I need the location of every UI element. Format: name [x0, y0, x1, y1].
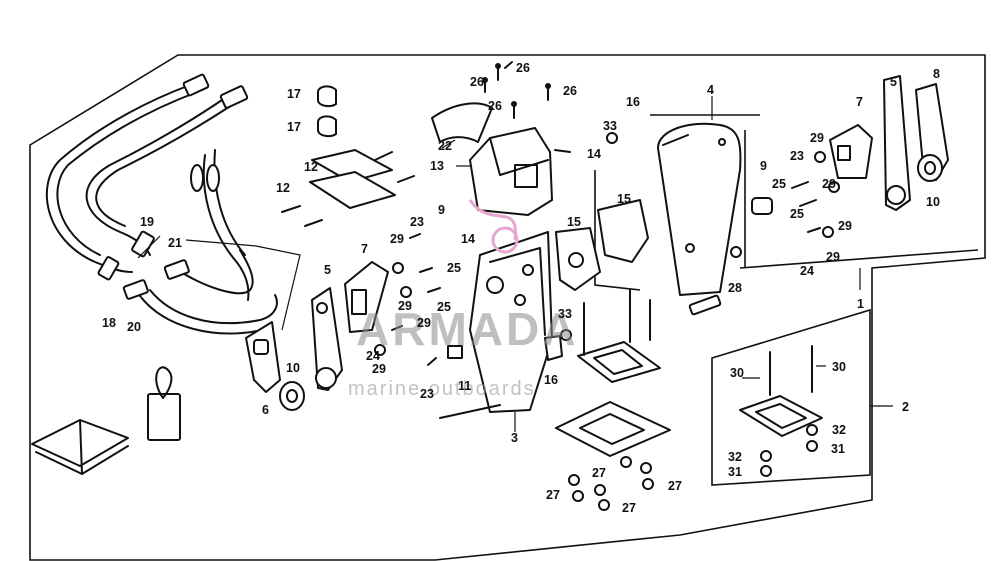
callout-9-left: 9	[438, 203, 445, 217]
callout-8: 8	[933, 67, 940, 81]
callout-15-center: 15	[567, 215, 581, 229]
callout-27-c: 27	[668, 479, 682, 493]
gasket-plates	[555, 289, 823, 457]
side-cover	[657, 122, 742, 296]
callout-17-bottom: 17	[287, 120, 301, 134]
callout-25-right-top: 25	[772, 177, 786, 191]
callout-25-center-bottom: 25	[437, 300, 451, 314]
left-lever-group	[245, 261, 389, 411]
callout-17-top: 17	[287, 87, 301, 101]
callout-31-left: 31	[728, 465, 742, 479]
hardware-screws	[391, 61, 821, 366]
brackets	[555, 199, 649, 291]
callout-13: 13	[430, 159, 444, 173]
callout-26-b: 26	[516, 61, 530, 75]
callout-32-right: 32	[832, 423, 846, 437]
callout-29-f: 29	[822, 177, 836, 191]
callout-21: 21	[168, 236, 182, 250]
wiring-harness	[45, 73, 278, 335]
watermark: ARMADA marine outboards	[348, 199, 578, 400]
callout-29-c: 29	[417, 316, 431, 330]
callout-19: 19	[140, 215, 154, 229]
callout-24-center: 24	[366, 349, 380, 363]
callout-24-right: 24	[800, 264, 814, 278]
callout-20: 20	[127, 320, 141, 334]
callout-16-top: 16	[626, 95, 640, 109]
hardware-nuts	[374, 132, 840, 511]
callout-25-right-bottom: 25	[790, 207, 804, 221]
callout-30-right: 30	[832, 360, 846, 374]
watermark-brand: ARMADA	[356, 303, 578, 355]
callout-29-g: 29	[838, 219, 852, 233]
watermark-tagline: marine outboards	[348, 378, 536, 400]
callout-18: 18	[102, 316, 116, 330]
callout-11: 11	[458, 379, 471, 393]
callout-29-d: 29	[372, 362, 386, 376]
callout-12-bottom: 12	[276, 181, 290, 195]
callout-27-d: 27	[622, 501, 636, 515]
callout-1: 1	[857, 297, 864, 311]
top-cover	[431, 102, 553, 216]
assembly-frame	[29, 54, 986, 561]
callout-2: 2	[902, 400, 909, 414]
clips	[317, 85, 337, 138]
callout-14-right: 14	[587, 147, 601, 161]
callout-16-bottom: 16	[544, 373, 558, 387]
callout-9-right: 9	[760, 159, 767, 173]
callout-29-h: 29	[826, 250, 840, 264]
callout-5-left: 5	[324, 263, 331, 277]
callout-3: 3	[511, 431, 518, 445]
callout-7-left: 7	[361, 242, 368, 256]
callout-15-right: 15	[617, 192, 631, 206]
callout-23-center: 23	[410, 215, 424, 229]
callout-33-bottom: 33	[558, 307, 572, 321]
callout-14-center: 14	[461, 232, 475, 246]
callout-26-d: 26	[563, 84, 577, 98]
control-box	[439, 231, 563, 419]
callout-31-right: 31	[831, 442, 845, 456]
callout-26-c: 26	[488, 99, 502, 113]
callout-5-right: 5	[890, 75, 897, 89]
callout-10-left: 10	[286, 361, 300, 375]
callout-23-bottom: 23	[420, 387, 434, 401]
callout-29-a: 29	[390, 232, 404, 246]
callout-12-top: 12	[304, 160, 318, 174]
callout-30-left: 30	[730, 366, 744, 380]
callout-29-e: 29	[810, 131, 824, 145]
callout-33-top: 33	[603, 119, 617, 133]
callout-25-center-top: 25	[447, 261, 461, 275]
callout-10-right: 10	[926, 195, 940, 209]
callout-32-left: 32	[728, 450, 742, 464]
leader-lines	[137, 96, 893, 432]
callout-6: 6	[262, 403, 269, 417]
owner-manual	[31, 419, 129, 475]
right-lever-group	[751, 75, 949, 215]
callout-27-a: 27	[592, 466, 606, 480]
callout-28: 28	[728, 281, 742, 295]
callout-23-right: 23	[790, 149, 804, 163]
warning-tag	[147, 366, 181, 441]
callout-22: 22	[438, 139, 452, 153]
callouts: 1 2 3 4 5 5 6 7 7 8 9 9 10 10 11 12 12 1…	[102, 61, 940, 515]
callout-27-b: 27	[546, 488, 560, 502]
callout-26-a: 26	[470, 75, 484, 89]
mounting-plates	[281, 149, 415, 227]
callout-29-b: 29	[398, 299, 412, 313]
callout-7-right: 7	[856, 95, 863, 109]
callout-4: 4	[707, 83, 714, 97]
